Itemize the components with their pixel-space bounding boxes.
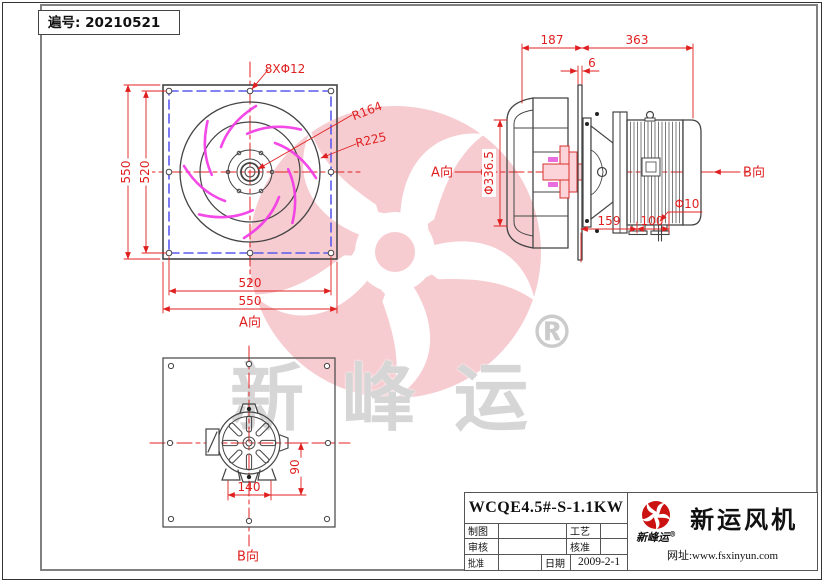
process-label: 工艺 [567, 523, 601, 539]
front-view-label: A向 [239, 315, 261, 331]
front-dim-bottom-outer: 550 [238, 294, 262, 308]
model-number: WCQE4.5#-S-1.1KW [465, 493, 628, 524]
brand-registered-mark: ® [669, 529, 677, 539]
side-dim-159: 159 [597, 214, 621, 228]
watermark-brand-text: 新峰运 [230, 355, 566, 442]
approved-value [499, 554, 542, 570]
side-dim-187: 187 [540, 33, 564, 47]
checked-label: 审核 [465, 539, 499, 554]
bottom-dim-140: 140 [237, 480, 261, 494]
ratified-value [601, 539, 627, 554]
side-view [454, 43, 749, 263]
ratified-label: 核准 [567, 539, 601, 554]
bottom-view [149, 345, 351, 547]
date-value: 2009-2-1 [577, 556, 621, 569]
process-value [601, 524, 627, 539]
side-dim-100: 100 [640, 214, 664, 228]
front-dim-left-outer: 550 [119, 158, 133, 186]
company-fan-logo-icon [641, 501, 671, 530]
side-dim-impeller-dia: Φ336.5 [482, 149, 496, 197]
front-dim-left-inner: 520 [138, 158, 152, 186]
side-dim-plate: 6 [588, 56, 596, 70]
side-view-a-label: A向 [431, 165, 453, 181]
side-dim-hole-dia: Φ10 [674, 197, 700, 211]
company-name: 新运风机 [690, 506, 799, 534]
drawn-value [499, 523, 567, 539]
date-label: 日期 [542, 554, 571, 570]
drawn-label: 制图 [465, 523, 499, 539]
title-block-grid: WCQE4.5#-S-1.1KW 制图 工艺 审核 核准 批准 日期 2009-… [465, 493, 629, 570]
title-block: WCQE4.5#-S-1.1KW 制图 工艺 审核 核准 批准 日期 2009-… [464, 492, 818, 571]
front-view [123, 61, 361, 314]
company-website: 网址:www.fsxinyun.com [666, 550, 779, 562]
side-dim-363: 363 [625, 33, 649, 47]
front-bolt-note-label: 8XΦ12 [264, 62, 306, 76]
title-block-company: 新运风机 新峰运® 网址:www.fsxinyun.com [628, 493, 817, 570]
side-view-b-label: B向 [743, 165, 765, 181]
watermark-registered-mark: ® [529, 305, 575, 359]
checked-value [499, 539, 567, 554]
sheet-inner-border [40, 4, 818, 571]
front-dim-bottom-inner: 520 [238, 276, 262, 290]
approved-label: 批准 [465, 554, 499, 570]
bottom-view-label: B向 [237, 549, 259, 565]
document-number-box: 遍号: 20210521 [38, 10, 180, 35]
bottom-dim-90: 90 [288, 457, 302, 477]
company-brand-script: 新峰运® [636, 529, 677, 544]
